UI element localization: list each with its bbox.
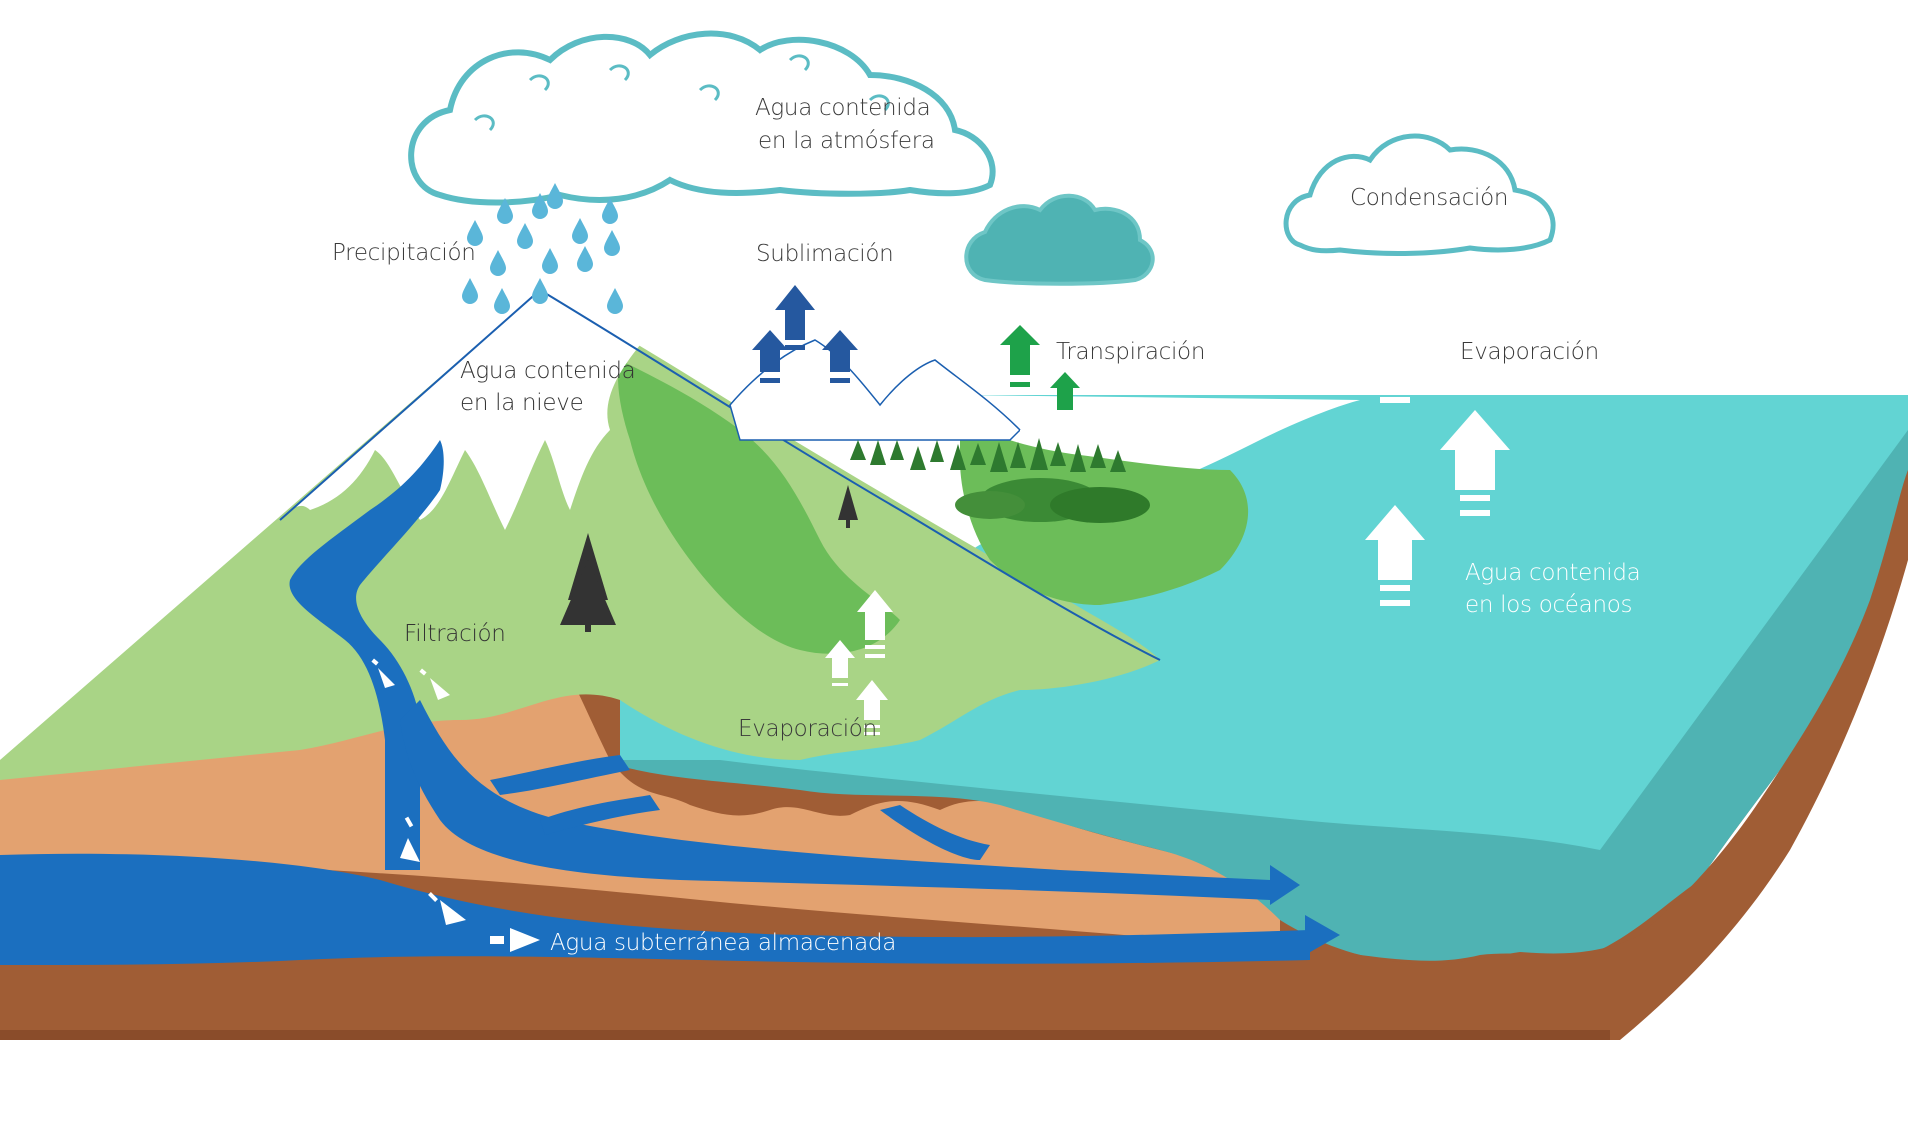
aquifer-arrowhead bbox=[1305, 915, 1340, 955]
sublimation-arrows bbox=[752, 285, 858, 383]
cloud-atmosphere-swirls bbox=[473, 54, 890, 132]
cloud-condensation bbox=[1283, 133, 1556, 257]
pine-tree-small bbox=[838, 485, 858, 528]
mountain-outline bbox=[279, 288, 1161, 661]
pine-tree bbox=[560, 533, 616, 632]
ocean-evaporation-arrows bbox=[1365, 350, 1510, 606]
cloud-atmosphere bbox=[408, 30, 996, 206]
label-groundwater: Agua subterránea almacenada bbox=[550, 930, 896, 956]
label-precipitation: Precipitación bbox=[332, 240, 476, 266]
groundwater-branch bbox=[490, 755, 630, 795]
label-evaporation-lake: Evaporación bbox=[738, 716, 877, 742]
filtration-arrows bbox=[371, 658, 540, 952]
aquifer-arrowhead bbox=[1270, 865, 1300, 905]
transpiration-arrows bbox=[1000, 325, 1080, 410]
ocean-surface bbox=[620, 395, 1908, 850]
label-evaporation-ocean: Evaporación bbox=[1460, 339, 1599, 365]
groundwater-branch bbox=[880, 805, 990, 860]
small-mountains bbox=[729, 339, 1090, 441]
forest-patch bbox=[618, 360, 900, 654]
forest bbox=[850, 438, 1150, 523]
cloud-small-dark bbox=[964, 193, 1155, 286]
groundwater-flow bbox=[400, 700, 1270, 900]
label-snow-2: en la nieve bbox=[460, 390, 583, 416]
label-oceans-1: Agua contenida bbox=[1465, 560, 1640, 586]
deep-aquifer bbox=[0, 853, 1310, 965]
river-from-snow bbox=[289, 440, 444, 870]
label-atmosphere-2: en la atmósfera bbox=[758, 128, 935, 154]
label-transpiration: Transpiración bbox=[1056, 339, 1205, 365]
labels: Agua contenida en la atmósfera Precipita… bbox=[332, 95, 1641, 956]
label-atmosphere-1: Agua contenida bbox=[755, 95, 930, 121]
label-condensation: Condensación bbox=[1350, 185, 1508, 211]
label-snow-1: Agua contenida bbox=[460, 358, 635, 384]
label-sublimation: Sublimación bbox=[756, 241, 893, 267]
soil-underside bbox=[0, 1030, 1610, 1040]
snow-cap bbox=[280, 290, 640, 530]
label-oceans-2: en los océanos bbox=[1465, 592, 1632, 618]
label-filtration: Filtración bbox=[404, 621, 506, 647]
groundwater-branch bbox=[540, 795, 660, 835]
groundwater-flows bbox=[0, 440, 1340, 965]
lake-evaporation-arrows bbox=[825, 590, 893, 735]
ocean-floor-edge bbox=[1280, 470, 1908, 1040]
